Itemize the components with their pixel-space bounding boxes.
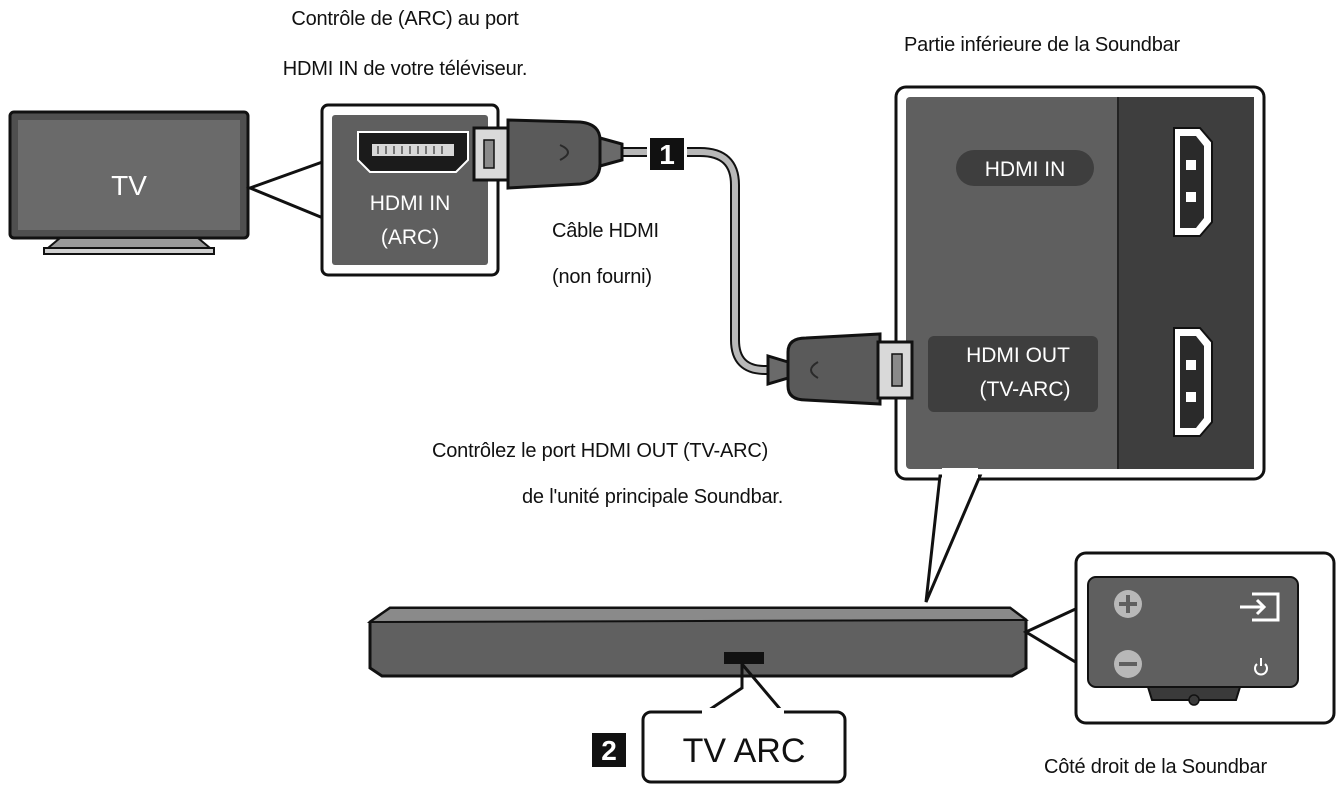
soundbar-hdmi-in-port	[1173, 127, 1213, 237]
soundbar-hdmi-out-label-line1: HDMI OUT	[966, 344, 1070, 367]
tv-port-title-line1: Contrôle de (ARC) au port	[291, 8, 519, 30]
step-1-number: 1	[659, 139, 675, 170]
soundbar-right-title: Côté droit de la Soundbar	[1044, 756, 1267, 778]
power-icon[interactable]	[1254, 658, 1268, 676]
step-2-badge: 2	[592, 733, 626, 767]
tv-port-label-line2: (ARC)	[381, 226, 439, 249]
hdmi-plug-tv-side	[472, 118, 624, 190]
step-1-badge: 1	[650, 138, 684, 170]
soundbar-side-panel	[1074, 551, 1336, 725]
input-source-icon[interactable]	[1240, 592, 1280, 622]
soundbar-hdmi-out-label-line2: (TV-ARC)	[980, 378, 1071, 401]
cable-label-line1: Câble HDMI	[552, 220, 659, 242]
main-unit-label-line1: Contrôlez le port HDMI OUT (TV-ARC)	[432, 440, 769, 462]
main-unit-label-line2: de l'unité principale Soundbar.	[522, 486, 784, 508]
tv-port-label-line1: HDMI IN	[370, 192, 451, 215]
soundbar-bottom-panel: HDMI IN HDMI OUT (TV-ARC)	[894, 85, 1266, 481]
tv-port-title-line2: HDMI IN de votre téléviseur.	[282, 58, 528, 80]
hdmi-cable	[622, 136, 790, 375]
side-callout-pointer	[1022, 603, 1084, 669]
tv-arc-display-text: TV ARC	[683, 732, 806, 770]
minus-icon[interactable]	[1114, 650, 1142, 678]
tv-illustration: TV	[8, 110, 250, 255]
panel-callout-pointer	[924, 474, 983, 603]
soundbar-display	[724, 652, 764, 664]
tv-arc-display-box: TV ARC	[641, 708, 847, 784]
step-2-number: 2	[601, 735, 617, 766]
soundbar-illustration	[366, 606, 1029, 678]
tv-callout-pointer	[245, 157, 330, 223]
tv-hdmi-port-box: HDMI IN (ARC)	[320, 103, 500, 277]
cable-label-line2: (non fourni)	[552, 266, 652, 288]
soundbar-bottom-title: Partie inférieure de la Soundbar	[904, 34, 1181, 56]
soundbar-hdmi-out-port	[1173, 327, 1213, 437]
plus-icon[interactable]	[1114, 590, 1142, 618]
soundbar-hdmi-in-label: HDMI IN	[985, 158, 1066, 181]
tv-label: TV	[111, 170, 147, 201]
